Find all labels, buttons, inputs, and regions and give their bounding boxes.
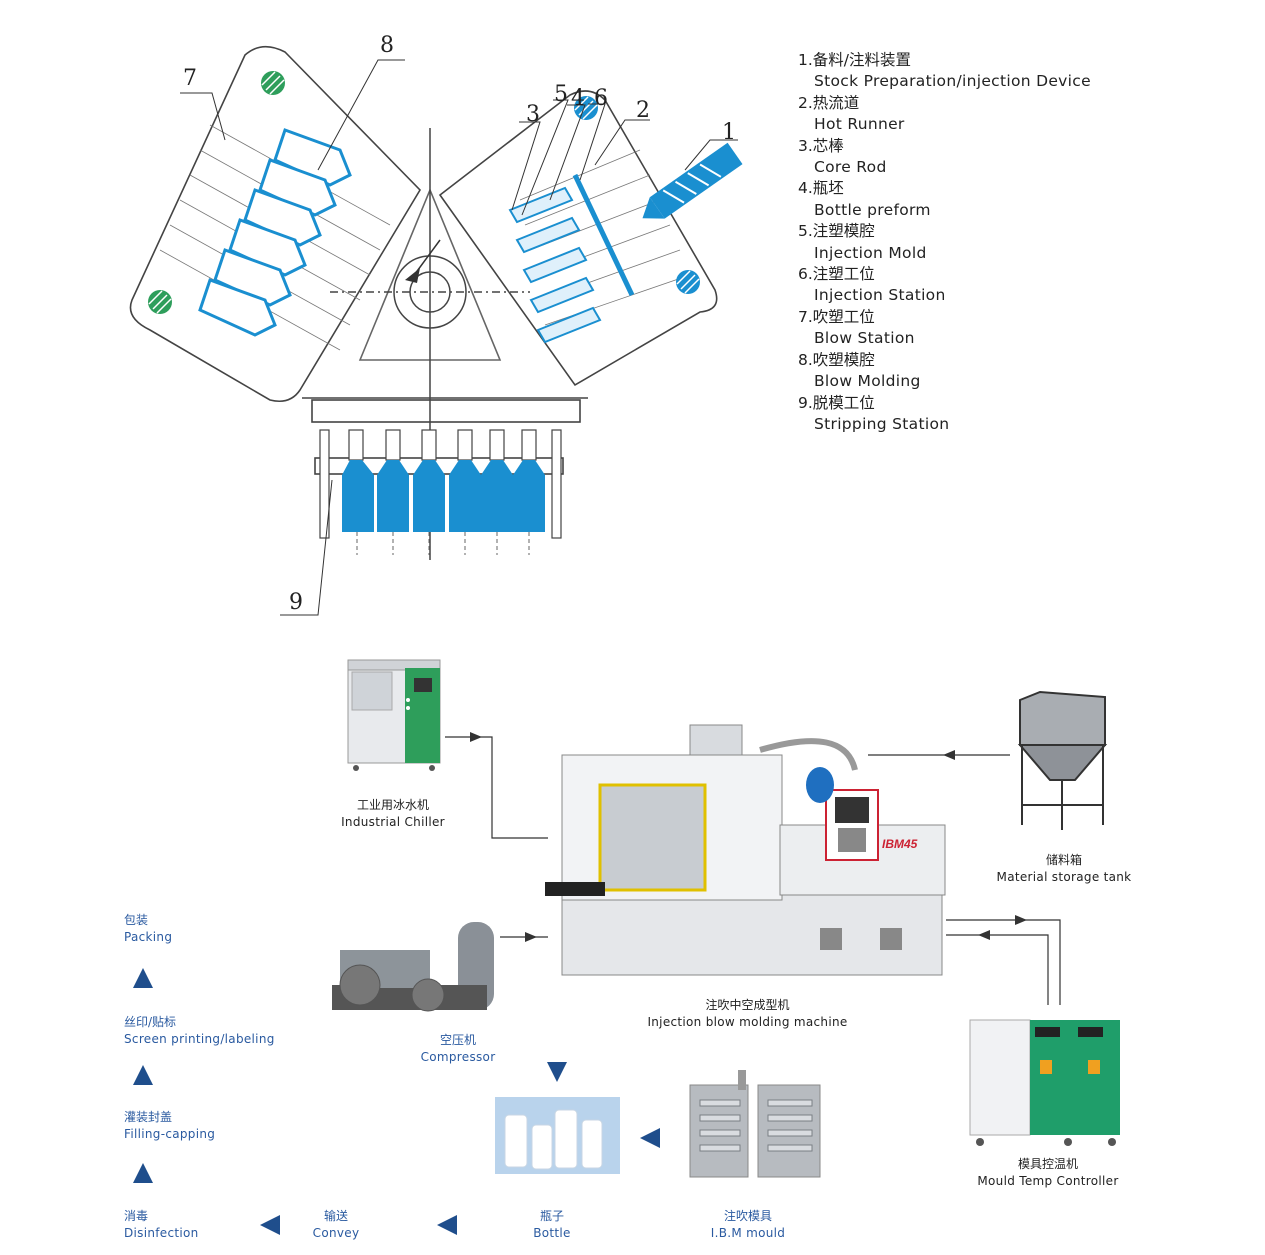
arrow-up-icon (133, 1163, 153, 1183)
arrow-up-icon (133, 968, 153, 988)
callout-3: 3 (526, 102, 540, 127)
temp-controller-illustration (969, 1019, 1120, 1146)
mould-illustration (689, 1070, 821, 1178)
bottles-illustration (495, 1097, 620, 1174)
compressor-illustration (332, 922, 494, 1012)
arrow-left-icon (260, 1215, 280, 1235)
arrow-up-icon (133, 1065, 153, 1085)
callout-6: 6 (594, 86, 608, 111)
tank-illustration (1017, 690, 1108, 830)
ibm-machine-illustration (545, 724, 946, 976)
callout-7: 7 (183, 66, 197, 91)
chiller-illustration (347, 659, 441, 771)
production-line: IBM45 (332, 659, 1120, 1178)
arrow-left-icon (437, 1215, 457, 1235)
callout-2: 2 (636, 98, 650, 123)
arrow-left-icon (640, 1128, 660, 1148)
machine-model-label: IBM45 (882, 837, 918, 851)
callout-1: 1 (722, 120, 736, 145)
station-diagram (129, 45, 743, 616)
arrow-down-icon (547, 1062, 567, 1082)
callout-9: 9 (289, 590, 303, 615)
callout-4: 4 (571, 86, 585, 111)
callout-5: 5 (554, 82, 568, 107)
callout-8: 8 (380, 33, 394, 58)
